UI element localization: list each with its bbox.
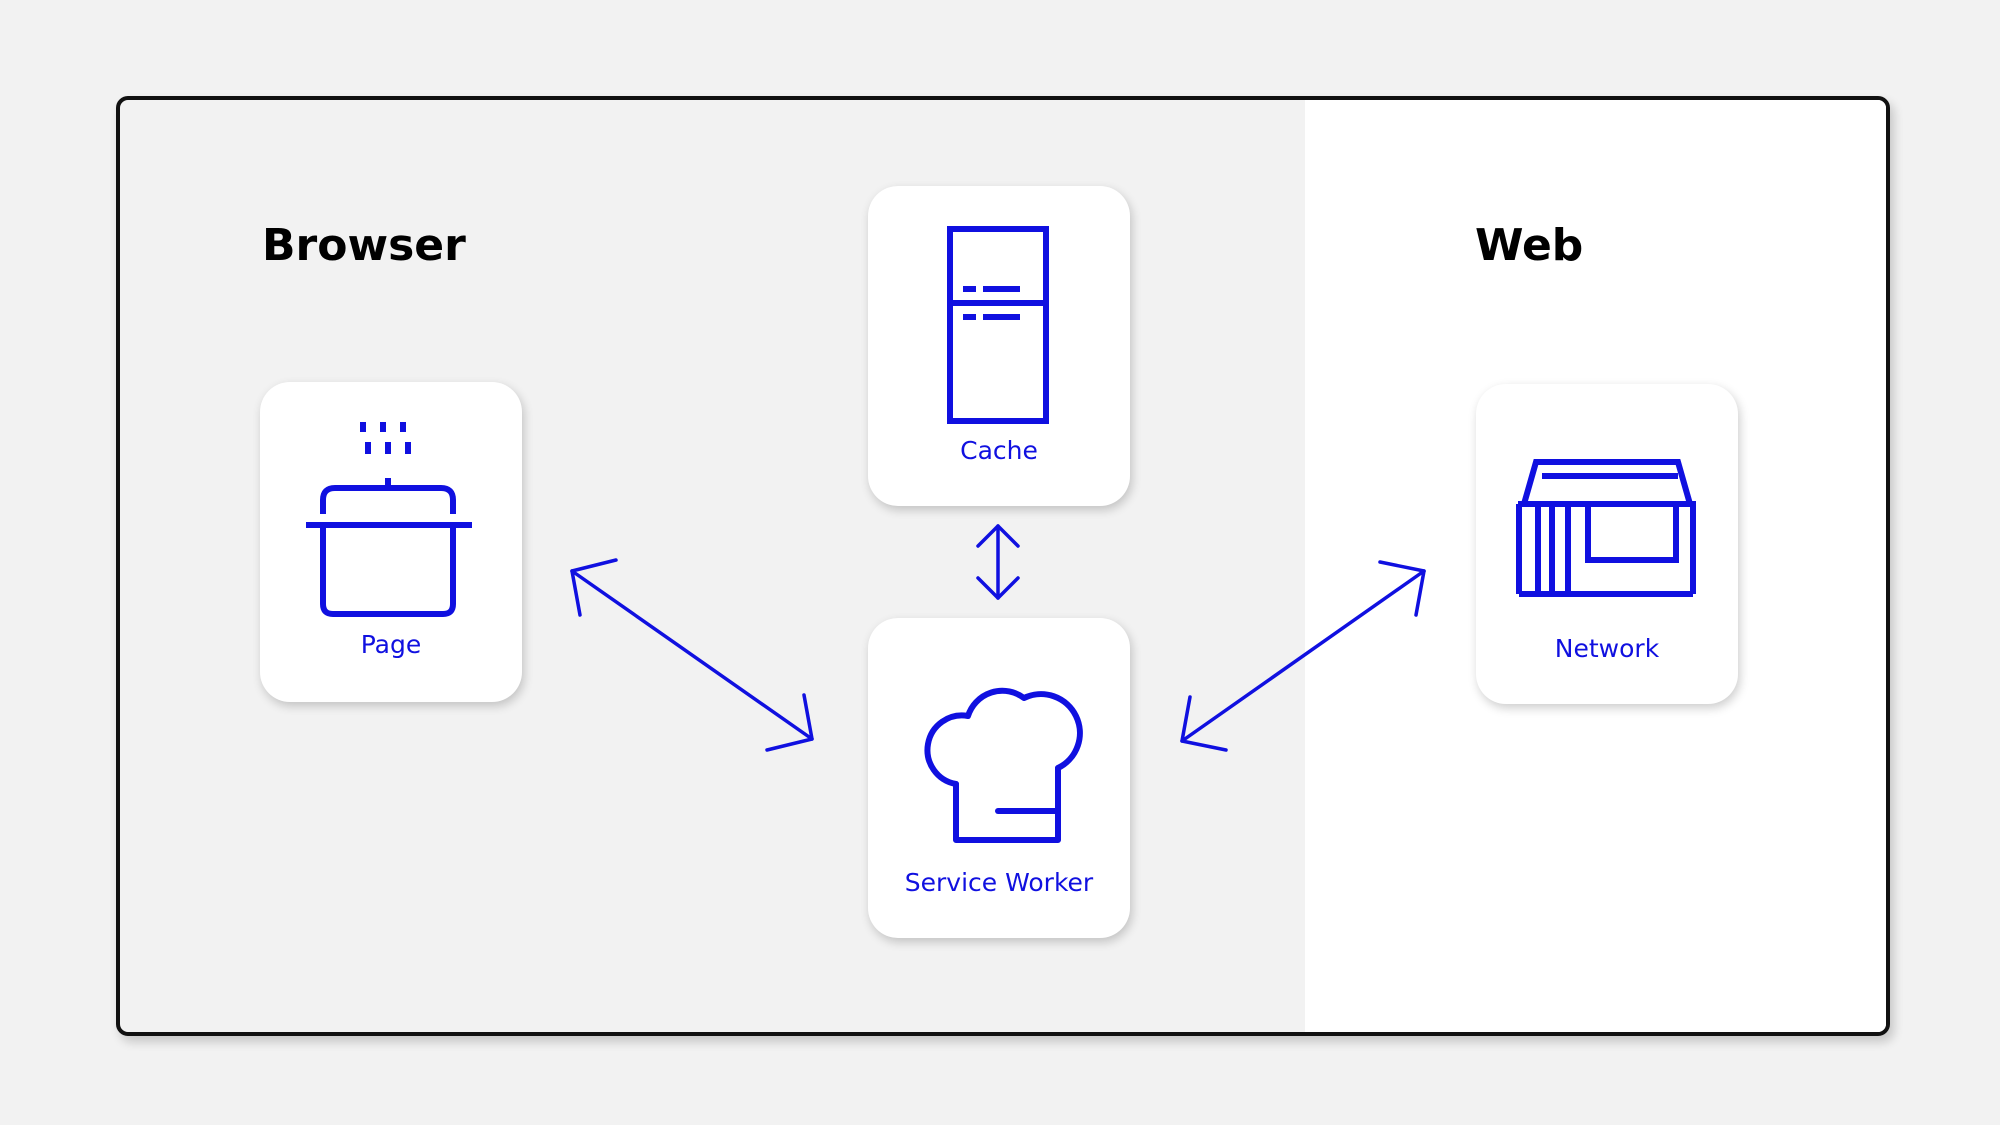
page-card: Page <box>260 382 522 702</box>
cache-service-worker-arrow <box>976 524 1020 600</box>
page-service-worker-arrow <box>570 558 814 752</box>
cooking-pot-icon <box>306 422 472 617</box>
cache-card: Cache <box>868 186 1130 506</box>
web-zone-title: Web <box>1475 220 1584 271</box>
service-worker-network-arrow <box>1180 560 1426 752</box>
chef-hat-icon <box>924 687 1083 843</box>
browser-zone-title: Browser <box>262 220 466 271</box>
refrigerator-icon <box>947 226 1049 424</box>
network-card: Network <box>1476 384 1738 704</box>
storefront-icon <box>1516 459 1696 597</box>
network-card-label: Network <box>1554 634 1660 663</box>
page-card-label: Page <box>360 630 422 659</box>
cache-card-label: Cache <box>960 436 1038 465</box>
service-worker-card-label: Service Worker <box>904 868 1094 897</box>
service-worker-card: Service Worker <box>868 618 1130 938</box>
